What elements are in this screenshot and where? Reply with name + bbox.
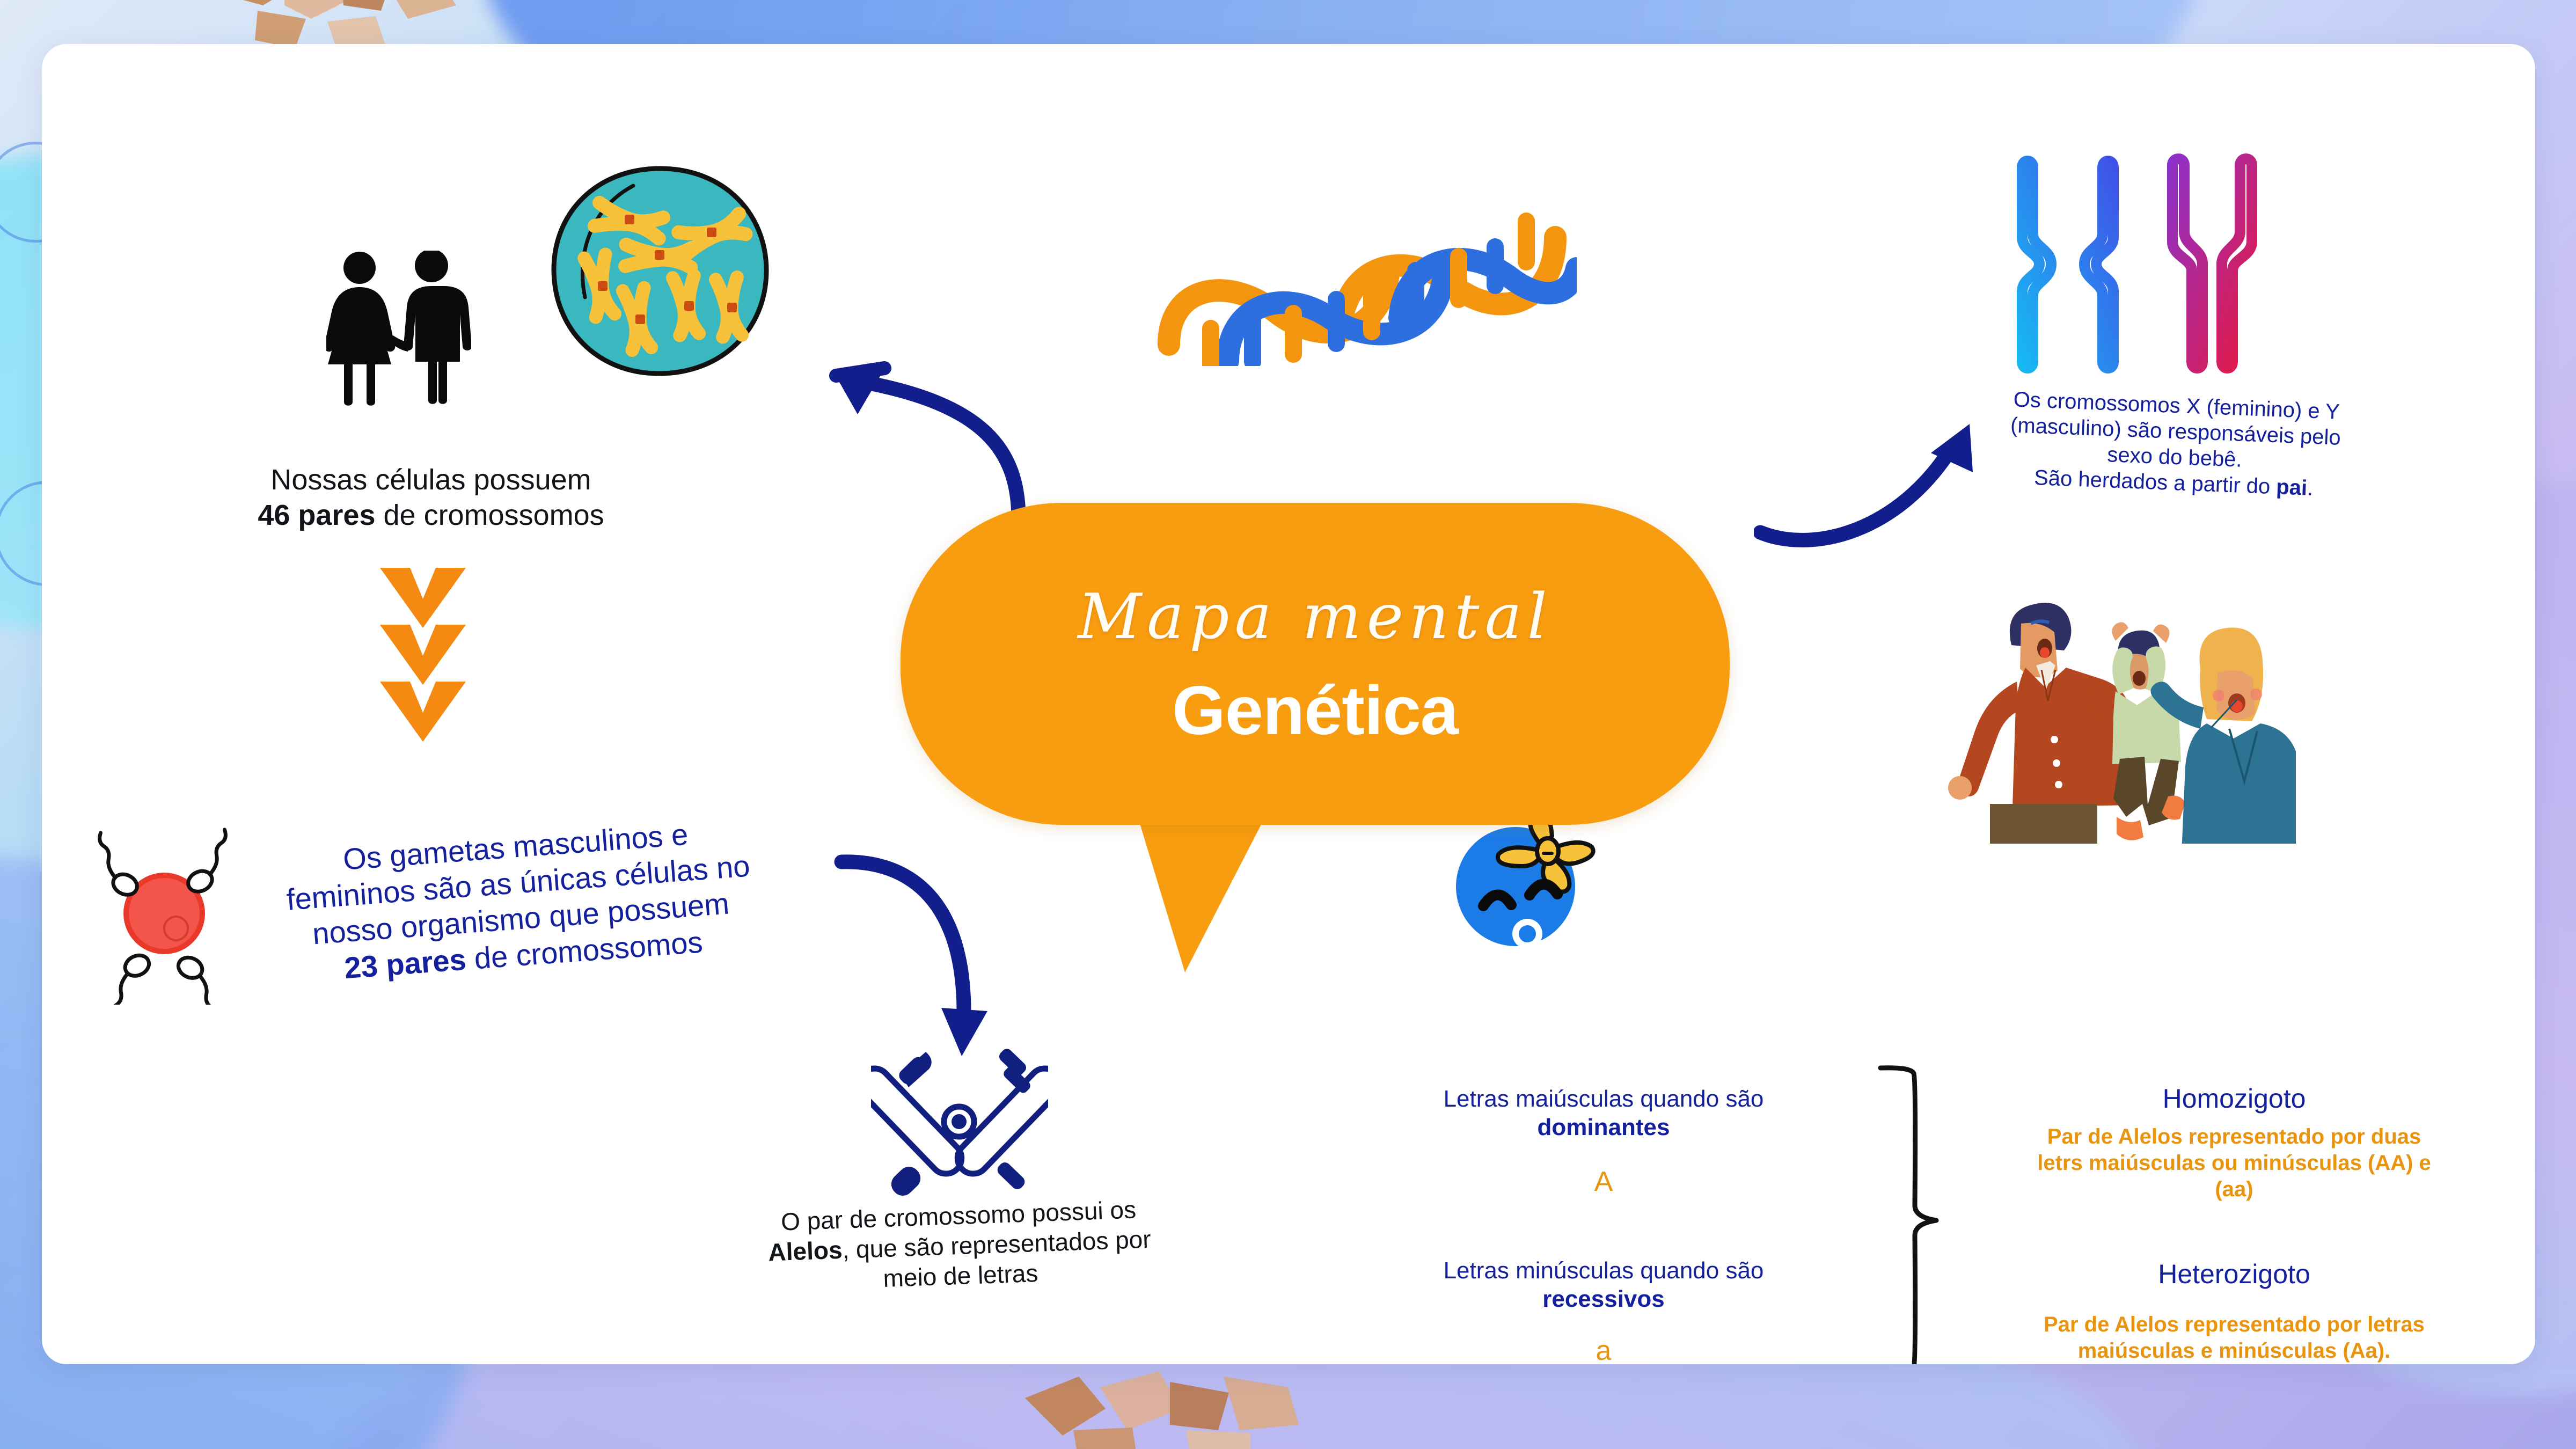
content-card: Nossas células possuem 46 pares de cromo… <box>42 44 2535 1364</box>
homozigoto-line3: (aa) <box>2215 1177 2253 1201</box>
curved-arrow-to-cell-icon <box>829 361 1026 522</box>
curved-arrow-to-alelos-icon <box>834 854 987 1056</box>
dominant-text-block: Letras maiúsculas quando são dominantes <box>1351 1085 1856 1142</box>
homozigoto-body: Par de Alelos representado por duas letr… <box>1971 1124 2497 1202</box>
cell-with-chromosomes-icon <box>551 166 769 376</box>
bg-marble-texture-bottom <box>1025 1371 1299 1449</box>
family-illustration <box>1948 603 2296 844</box>
dominant-line1: Letras maiúsculas quando são <box>1443 1086 1764 1112</box>
dna-helix-icon <box>1158 213 1577 366</box>
node-cells-46-text: Nossas células possuem 46 pares de cromo… <box>219 463 643 533</box>
mind-map-script-title: Mapa mental <box>1078 581 1553 653</box>
curved-arrow-to-xy-icon <box>1754 424 1973 547</box>
heterozigoto-line1: Par de Alelos representado por letras <box>2044 1313 2425 1336</box>
speech-bubble <box>901 503 1730 825</box>
heterozigoto-line2: maiúsculas e minúsculas (Aa). <box>2077 1338 2391 1363</box>
heterozigoto-body: Par de Alelos representado por letras ma… <box>1971 1312 2497 1364</box>
speech-bubble-tail <box>1131 795 1276 972</box>
cells-46-line1: Nossas células possuem <box>270 464 591 496</box>
node-alelos-text: O par de cromossomo possui os Alelos, qu… <box>711 1192 1208 1299</box>
chromosome-x-navy-icon <box>871 1049 1048 1196</box>
recessive-letter: a <box>1596 1335 1612 1364</box>
gametes-bold: 23 pares <box>343 942 467 985</box>
ovum-with-sperm-icon <box>98 828 228 1005</box>
node-gametes-23-text: Os gametas masculinos e femininos são as… <box>241 809 798 993</box>
curly-brace-icon <box>1878 1065 1939 1364</box>
mind-map-main-title: Genética <box>1172 672 1459 749</box>
recessive-bold: recessivos <box>1542 1285 1665 1312</box>
cells-46-line2: de cromossomos <box>375 499 604 531</box>
dominant-bold: dominantes <box>1537 1114 1670 1140</box>
alelos-bold: Alelos <box>767 1235 843 1267</box>
homozigoto-line1: Par de Alelos representado por duas <box>2047 1125 2421 1148</box>
heterozigoto-heading: Heterozigoto <box>2158 1259 2310 1289</box>
triple-chevron-down-icon <box>380 568 466 742</box>
recessive-line1: Letras minúsculas quando são <box>1443 1257 1764 1284</box>
xy-bold: pai <box>2275 475 2308 500</box>
homozigoto-line2: letrs maiúsculas ou minúsculas (AA) e <box>2037 1151 2431 1175</box>
node-xy-text: Os cromossomos X (feminino) e Y (masculi… <box>1953 384 2397 504</box>
chromosome-x-icon <box>2017 156 2119 374</box>
dominant-letter: A <box>1594 1166 1613 1197</box>
xy-line5: . <box>2307 476 2314 500</box>
chromosome-y-icon <box>2167 153 2257 374</box>
baby-face-icon <box>1448 811 1596 954</box>
couple-silhouette-icon <box>326 251 471 406</box>
speech-bubble-text: Mapa mental Genética <box>901 581 1730 750</box>
cells-46-bold: 46 pares <box>258 499 376 531</box>
recessive-text-block: Letras minúsculas quando são recessivos <box>1351 1257 1856 1314</box>
homozigoto-heading: Homozigoto <box>2162 1084 2306 1114</box>
